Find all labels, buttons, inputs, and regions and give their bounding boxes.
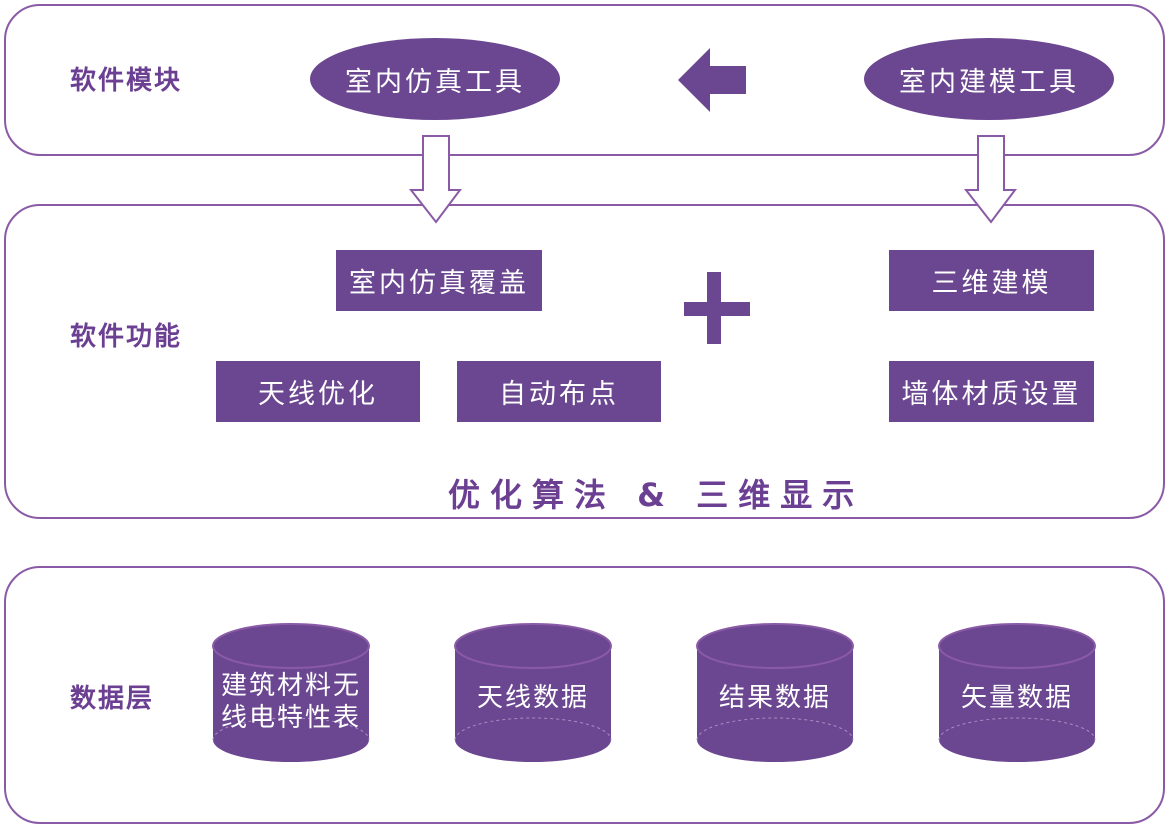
wall-material-box: 墙体材质设置 xyxy=(889,361,1094,422)
vector-data-db: 矢量数据 xyxy=(960,683,1073,713)
building-material-db-line1: 建筑材料无 xyxy=(220,671,361,701)
indoor-model-tool-node: 室内建模工具 xyxy=(864,38,1114,120)
down-arrow-icon xyxy=(408,135,462,224)
building-material-db: 建筑材料无 线电特性表 xyxy=(213,670,369,734)
antenna-data-db: 天线数据 xyxy=(476,683,589,713)
software-module-label: 软件模块 xyxy=(70,66,183,96)
modeling-3d-box: 三维建模 xyxy=(889,250,1094,311)
plus-icon xyxy=(684,272,750,344)
software-function-label: 软件功能 xyxy=(70,322,183,352)
cylinder-icon xyxy=(696,623,854,762)
cylinder-icon xyxy=(212,623,370,762)
left-arrow-icon xyxy=(678,48,746,112)
auto-layout-box: 自动布点 xyxy=(457,361,661,422)
optimization-footer: 优化算法 & 三维显示 xyxy=(448,476,865,514)
building-material-db-line2: 线电特性表 xyxy=(220,703,361,733)
cylinder-icon xyxy=(938,623,1096,762)
indoor-sim-tool-node: 室内仿真工具 xyxy=(310,38,560,120)
down-arrow-icon xyxy=(963,135,1017,224)
antenna-optimization-box: 天线优化 xyxy=(216,361,420,422)
result-data-db: 结果数据 xyxy=(718,683,831,713)
data-layer-label: 数据层 xyxy=(70,684,155,714)
cylinder-icon xyxy=(454,623,612,762)
indoor-coverage-box: 室内仿真覆盖 xyxy=(336,250,542,311)
